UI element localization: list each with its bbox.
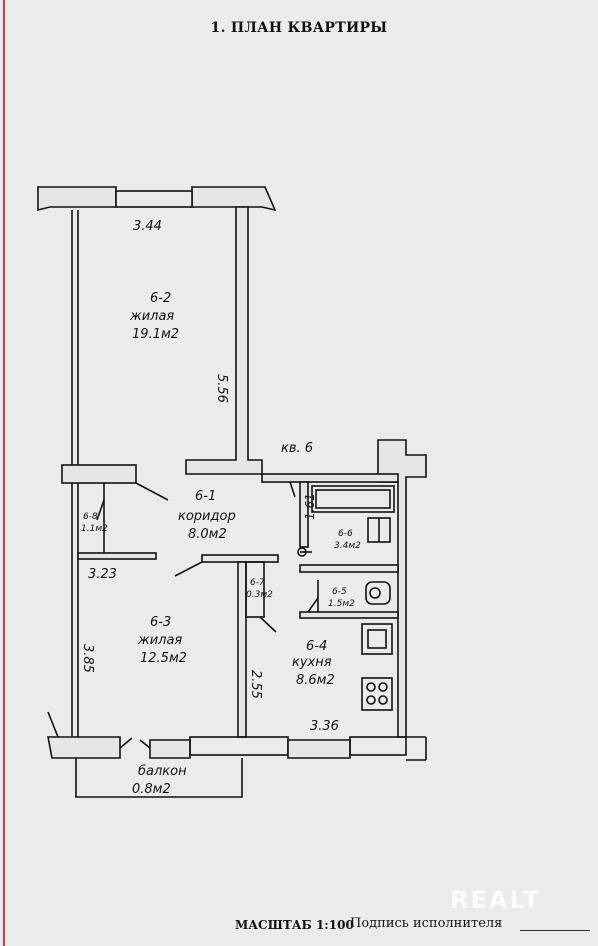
red-frame-line [3,0,5,946]
bath-fixture-round [297,547,307,557]
kitchen-sink-inner [367,629,387,649]
dim-room-6-3-width: 3.23 [88,567,117,582]
dim-room-6-3-height: 3.85 [80,644,95,673]
toilet-bowl [369,587,381,599]
top-window [115,190,193,208]
room-6-7-area: 0.3м2 [246,590,273,600]
room-6-3-top-wall-right [201,554,279,563]
kitchen-sink [361,623,393,655]
bottom-window-2 [349,736,407,756]
room-6-1-id: 6-1 [195,489,216,504]
room-6-2-id: 6-2 [150,291,171,306]
bath-wc-divider [299,564,399,573]
balcony-outline [75,758,243,798]
kitchen-right-outer-wall [377,439,427,738]
bottom-wall-segment-1 [149,739,191,759]
dim-room-6-2-height: 5.56 [214,374,229,403]
door-swing-6-3 [174,561,203,577]
bottom-wall-segment-2 [287,739,351,759]
room-6-8-area: 1.1м2 [81,524,108,534]
signature-label: Подпись исполнителя [350,916,503,931]
dim-top-width: 3.44 [133,219,162,234]
stove-burner-1 [366,682,376,692]
dim-kitchen-height: 2.55 [248,670,263,699]
bathtub-inner [315,489,391,509]
room-6-5-area: 1.5м2 [328,599,355,609]
room-6-1-area: 8.0м2 [188,527,227,542]
stove-burner-4 [378,695,388,705]
closet-6-7-door [259,616,277,633]
room-6-4-area: 8.6м2 [296,673,335,688]
top-left-wall-segment [37,186,117,212]
corridor-top-wall [261,473,399,483]
signature-line [520,930,590,931]
room-6-3-id: 6-3 [150,615,171,630]
scale-label: МАСШТАБ 1:100 [235,918,354,932]
top-right-wall-segment [191,186,277,212]
door-swing-6-2 [135,482,169,501]
balcony-name: балкон [138,764,187,779]
dim-kitchen-width: 3.36 [310,719,339,734]
bathtub-fixture [311,485,395,513]
bottom-left-corner [47,711,59,738]
room-6-3-area: 12.5м2 [140,651,187,666]
closet-6-7-box [245,561,265,618]
room-6-6-area: 3.4м2 [334,541,361,551]
wc-kitchen-divider [299,611,399,619]
stove [361,677,393,711]
room-6-2-name: жилая [129,309,174,324]
balcony-area: 0.8м2 [132,782,171,797]
room-6-4-id: 6-4 [306,639,327,654]
bathroom-left-wall [299,481,309,548]
bottom-window-1 [189,736,289,756]
realt-watermark: REALT [450,886,542,914]
room-6-4-name: кухня [292,655,332,670]
bathroom-door-swing [289,481,296,498]
balcony-door-swing-right [139,739,151,749]
wc-door [307,597,319,613]
room-6-7-id: 6-7 [250,578,265,588]
room-6-2-right-wall [185,206,263,475]
room-6-6-id: 6-6 [338,529,353,539]
room-6-3-right-wall [237,561,247,738]
room-6-5-id: 6-5 [332,587,347,597]
bottom-left-wall [47,736,121,759]
stove-burner-2 [378,682,388,692]
balcony-door-swing-left [119,737,133,749]
closet-door [96,499,105,521]
room-6-3-name: жилая [137,633,182,648]
apartment-number: кв. 6 [281,441,313,456]
room-6-3-top-wall-left [77,552,157,560]
page-title: 1. ПЛАН КВАРТИРЫ [210,20,388,36]
room-6-2-area: 19.1м2 [132,327,179,342]
room-6-1-name: коридор [178,509,236,524]
stove-burner-3 [366,695,376,705]
room-6-8-id: 6-8 [83,512,98,522]
toilet-fixture [365,581,391,605]
dim-bath-height: 1.61 [303,493,317,520]
room-6-2-bottom-wall [61,464,137,484]
